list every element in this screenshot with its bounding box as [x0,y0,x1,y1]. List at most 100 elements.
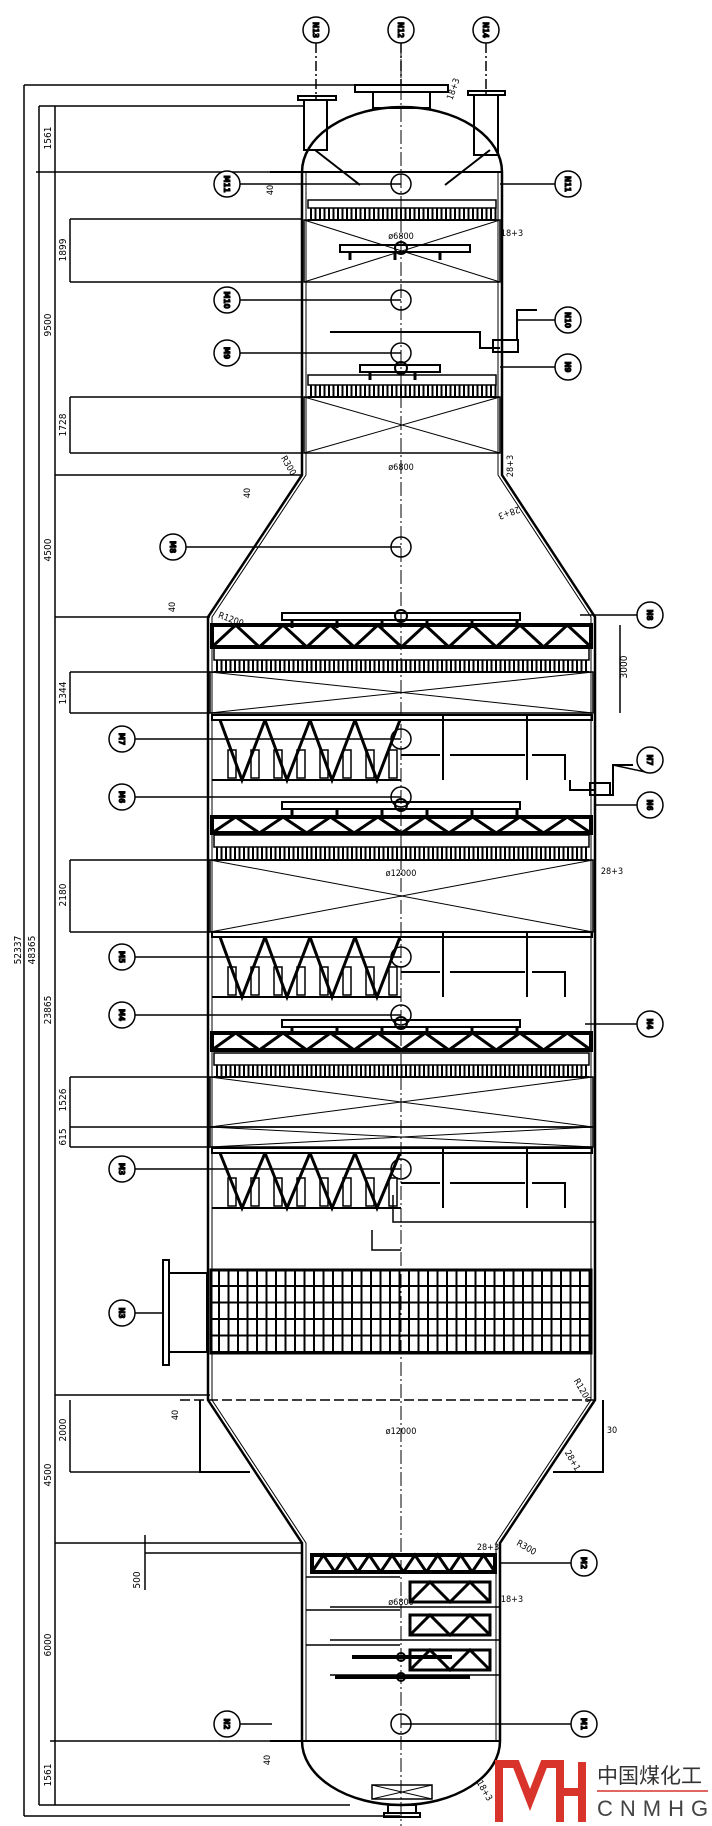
manhole-circle [390,1004,412,1026]
packing-bed-cross [303,396,501,454]
dimension-label: 1344 [58,681,69,704]
manhole-circle [390,1713,412,1735]
balloon-label: N8 [645,609,654,620]
balloon-label: M2 [579,1557,588,1569]
balloon-label: N13 [311,22,320,38]
logo-chinese-text: 中国煤化工 [597,1764,702,1788]
nozzle-balloon-n9: N9 [500,353,582,381]
annotation-label: ø6800 [388,1598,414,1608]
balloon-circle [213,1710,241,1738]
balloon-label: N14 [481,22,490,38]
packing-bed-cross [209,1126,594,1148]
dimension-label: 1899 [58,238,69,261]
balloon-circle [108,1155,136,1183]
balloon-circle [636,746,664,774]
balloon-circle [636,1010,664,1038]
nozzle-n14-pipe [473,94,499,156]
annotation-label: 40 [171,1410,181,1420]
support-beam [306,1576,500,1608]
distributor-header [339,244,471,253]
balloon-circle [554,306,582,334]
grid-teeth [310,208,497,220]
packing-bed-cross [209,671,594,714]
dimension-label: 52337 [13,936,24,965]
dimension-label: 6000 [43,1633,54,1656]
balloon-label: M7 [117,733,126,745]
riser [388,966,398,996]
dimension-label: 2180 [58,883,69,906]
balloon-circle [213,170,241,198]
balloon-label: M9 [222,347,231,359]
redistributor-frame [212,715,566,781]
riser [227,749,237,779]
nozzle-balloon-n3: N3 [108,1299,163,1327]
distributor-inlet [394,241,408,255]
distributor-header [359,364,441,373]
dimension-label: 615 [58,1128,69,1145]
annotation-label: 18+3 [446,77,463,101]
riser [319,749,329,779]
truss-web [408,1612,492,1638]
dimension-label: 2000 [58,1418,69,1441]
bottom-distributor-tee [396,1672,406,1682]
dimension-label: 4500 [43,538,54,561]
annotation-label: 40 [266,185,276,195]
riser [296,1177,306,1207]
annotation-label: ø6800 [388,463,414,473]
nozzle-balloon-m6: M6 [108,783,412,811]
balloon-label: N2 [222,1718,231,1729]
riser [342,966,352,996]
distributor-header [281,1019,521,1028]
balloon-label: M3 [117,1163,126,1175]
balloon-circle [636,791,664,819]
dimension-label: 3000 [619,655,630,678]
manhole-circle [390,946,412,968]
dimension-label: 1526 [58,1088,69,1111]
riser [365,966,375,996]
nozzle-balloon-n14: N14 [472,16,500,95]
balloon-circle [213,286,241,314]
annotation-label: ø12000 [386,869,417,879]
distributor-header [281,612,521,621]
n10-pipe [330,309,537,349]
redistributor-plate [211,1147,593,1154]
nozzle-balloon-m5: M5 [108,943,412,971]
nozzle-balloon-m3: M3 [108,1155,412,1183]
redistributor-plate [211,714,593,721]
riser [250,966,260,996]
balloon-label: M11 [222,175,231,192]
balloon-circle [554,353,582,381]
balloon-label: M6 [117,791,126,803]
balloon-circle [570,1549,598,1577]
annotation-label: 18+3 [501,229,523,239]
distributor-inlet [394,609,408,623]
balloon-label: M1 [579,1718,588,1730]
balloon-circle [387,16,415,44]
riser [227,1177,237,1207]
balloon-circle [108,725,136,753]
balloon-circle [108,1001,136,1029]
dimension-label: 1728 [58,413,69,436]
internal-pipe [371,1195,595,1251]
nozzle-n3-neck [168,1272,208,1353]
gas-distributor-grid [209,1268,593,1355]
redistributors [211,714,593,1212]
nozzle-balloon-n10: N10 [517,306,582,334]
vortex-breaker [371,1784,433,1800]
balloon-circle [108,943,136,971]
grid-teeth [310,385,497,397]
nozzle-balloon-m8: M8 [159,533,412,561]
balloon-label: N7 [645,754,654,765]
nozzle-balloon-m1: M1 [390,1710,598,1738]
balloon-label: N9 [563,361,572,372]
redistributor-frame [212,1148,566,1209]
nozzle-balloon-n7: N7 [612,746,664,774]
balloon-circle [302,16,330,44]
annotation-label: 28+3 [477,1543,499,1553]
nozzle-n13-pipe [303,99,328,151]
manhole-circle [390,786,412,808]
balloon-circle [108,783,136,811]
balloon-circle [472,16,500,44]
dimension-label: 4500 [43,1463,54,1486]
